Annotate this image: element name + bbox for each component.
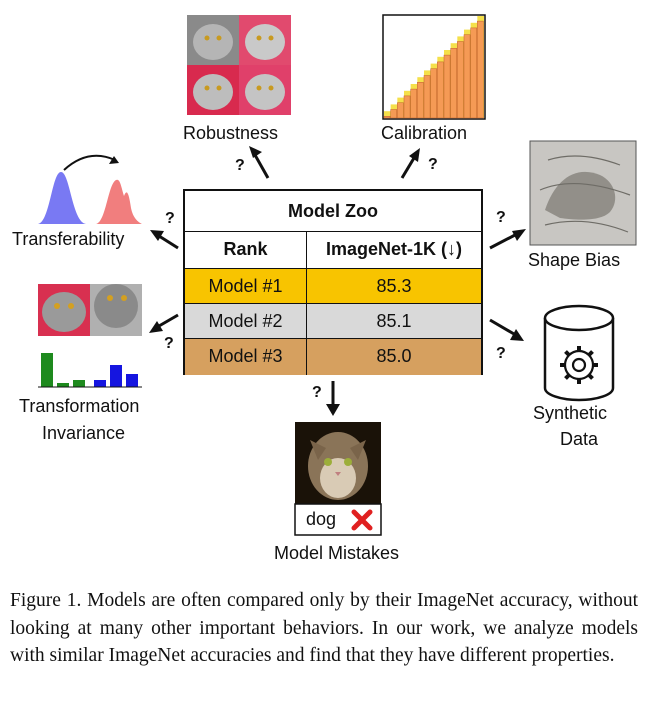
calibration-bar [397,102,404,119]
question-mark: ? [165,210,175,227]
calibration-label: Calibration [381,123,468,143]
shape-bias-image [529,140,637,246]
model-score: 85.3 [376,276,412,296]
calibration-bar [457,41,464,119]
table-row: Model #3 85.0 [185,339,481,375]
calibration-bar [383,116,391,119]
cross-icon [351,509,373,531]
calibration-bar [417,82,424,119]
arrow-transformation [158,313,179,328]
robustness-label: Robustness [183,123,279,143]
column-header-rank: Rank [185,232,307,268]
curved-arrow [63,154,116,171]
robustness-images [187,15,291,115]
synthetic-label-line1: Synthetic [533,403,608,423]
mistake-prediction: dog [306,509,337,529]
question-mark: ? [312,384,322,401]
calibration-bar [390,109,397,119]
column-header-imagenet: ImageNet-1K (↓) [307,232,481,268]
arrow-transferability [158,234,179,250]
calibration-bar [410,88,417,119]
arrow-synthetic [489,318,515,336]
transformation-images [38,284,142,336]
blue-distribution [38,172,86,224]
transformation-label-line1: Transformation [19,396,140,416]
calibration-bar [403,95,411,119]
model-score: 85.0 [376,346,412,366]
calibration-bar [443,54,451,119]
table-header-row: Rank ImageNet-1K (↓) [185,232,481,269]
question-mark: ? [496,345,506,362]
table-row: Model #2 85.1 [185,304,481,339]
calibration-bar [477,20,484,119]
red-distribution [96,179,142,224]
transferability-label: Transferability [12,229,125,249]
table-title: Model Zoo [185,191,481,232]
calibration-bar [430,68,437,119]
table-row: Model #1 85.3 [185,269,481,304]
question-mark: ? [496,209,506,226]
gear-icon [560,346,598,384]
arrow-robustness [253,154,270,179]
question-mark: ? [428,156,438,173]
figure-caption: Figure 1. Models are often compared only… [10,590,638,666]
mistakes-label: Model Mistakes [274,543,400,563]
question-mark: ? [164,335,174,352]
invariance-bars [38,353,142,388]
mistake-image [294,422,382,536]
arrow-shape-bias [489,233,516,250]
calibration-bar [437,61,444,119]
synthetic-label-line2: Data [560,429,599,449]
model-score: 85.1 [376,311,412,331]
model-zoo-table: Model Zoo Rank ImageNet-1K (↓) Model #1 … [183,189,483,375]
calibration-gap-bar [384,111,391,118]
transformation-label-line2: Invariance [42,423,126,443]
calibration-bar [463,34,471,119]
model-name: Model #2 [185,304,307,338]
calibration-bar [470,27,477,119]
shape-bias-label: Shape Bias [528,250,621,270]
model-name: Model #3 [185,339,307,375]
calibration-bar [450,48,457,119]
arrow-calibration [400,157,416,179]
question-mark: ? [235,157,245,174]
model-name: Model #1 [185,269,307,303]
calibration-bar [423,75,431,119]
